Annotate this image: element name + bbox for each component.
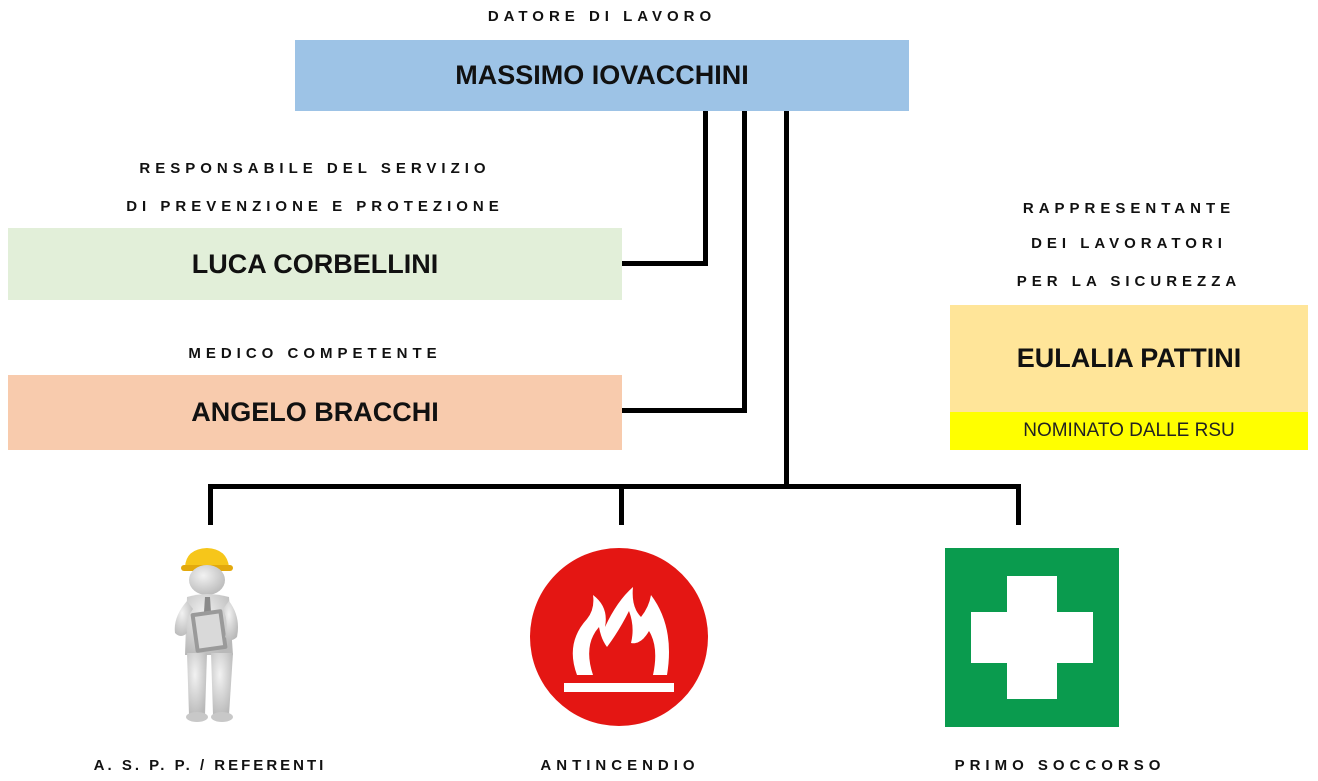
rls-role-line2: DEI LAVORATORI xyxy=(1031,235,1227,252)
rspp-name-box: LUCA CORBELLINI xyxy=(8,228,622,300)
team-primo-soccorso-label: PRIMO SOCCORSO xyxy=(954,757,1166,774)
employer-role: DATORE DI LAVORO xyxy=(487,8,717,25)
rspp-role-line2: DI PREVENZIONE E PROTEZIONE xyxy=(126,198,504,215)
rls-note: NOMINATO DALLE RSU xyxy=(950,412,1308,450)
employer-name: MASSIMO IOVACCHINI xyxy=(455,60,749,90)
doctor-role: MEDICO COMPETENTE xyxy=(188,345,442,362)
rls-role-line3: PER LA SICUREZZA xyxy=(1016,273,1242,290)
connector-team3-drop xyxy=(1016,484,1021,525)
rls-note-text: NOMINATO DALLE RSU xyxy=(1023,420,1235,441)
rls-role-line1: RAPPRESENTANTE xyxy=(1022,200,1236,217)
employer-name-box: MASSIMO IOVACCHINI xyxy=(295,40,909,111)
doctor-name: ANGELO BRACCHI xyxy=(191,397,439,427)
connector-teams-horizontal xyxy=(208,484,1021,489)
doctor-name-box: ANGELO BRACCHI xyxy=(8,375,622,450)
rls-name-box: EULALIA PATTINI xyxy=(950,305,1308,412)
first-aid-cross-icon xyxy=(945,548,1119,727)
rls-name: EULALIA PATTINI xyxy=(1016,343,1242,373)
connector-main-vertical xyxy=(784,111,789,489)
rspp-role-line1: RESPONSABILE DEL SERVIZIO xyxy=(139,160,491,177)
worker-helmet-icon xyxy=(155,545,265,725)
connector-team1-drop xyxy=(208,484,213,525)
connector-doctor-vertical xyxy=(742,111,747,413)
connector-rspp-vertical xyxy=(703,111,708,266)
connector-doctor-horizontal xyxy=(622,408,747,413)
connector-team2-drop xyxy=(619,484,624,525)
fire-icon xyxy=(529,547,709,727)
connector-rspp-horizontal xyxy=(622,261,708,266)
rspp-name: LUCA CORBELLINI xyxy=(191,248,439,279)
team-antincendio-label: ANTINCENDIO xyxy=(540,757,700,774)
team-aspp-label: A. S. P. P. / REFERENTI xyxy=(93,757,327,774)
